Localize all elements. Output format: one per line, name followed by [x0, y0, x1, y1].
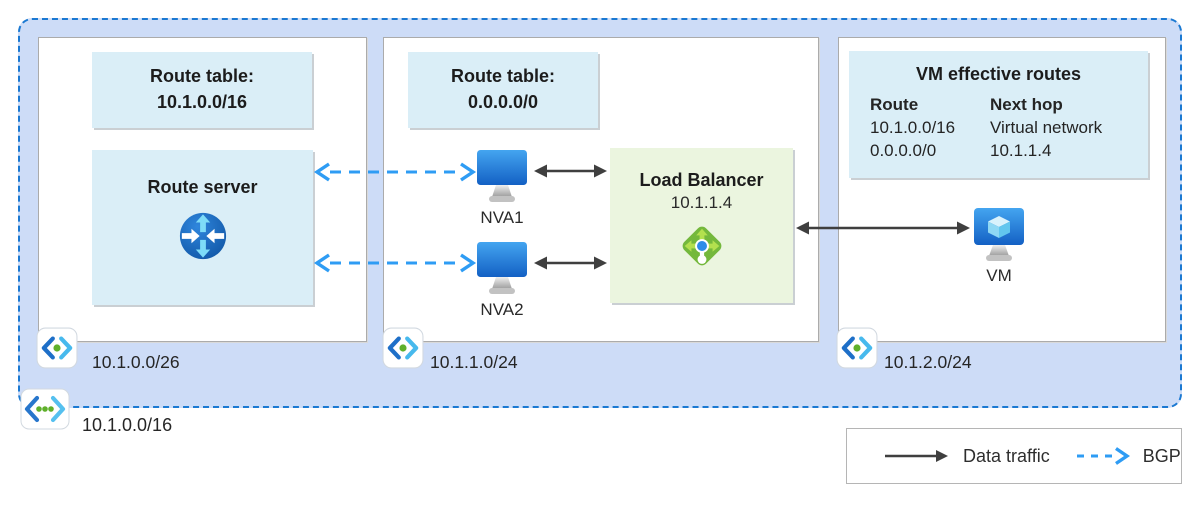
- vm-effective-routes-title: VM effective routes: [915, 64, 1082, 84]
- column-header-route: Route: [870, 95, 919, 114]
- nva2-label: NVA2: [480, 300, 524, 319]
- vm-node: VM: [968, 207, 1030, 286]
- route-server-box: Route server: [92, 150, 313, 305]
- load-balancer-ip: 10.1.1.4: [670, 193, 733, 212]
- route-table-1-value: 10.1.0.0/16: [156, 92, 248, 112]
- vm-icon: [974, 208, 1024, 261]
- virtual-network-icon: [20, 388, 70, 430]
- subnet3-cidr: 10.1.2.0/24: [884, 352, 972, 372]
- route-table-box-2: Route table: 0.0.0.0/0: [408, 52, 598, 128]
- nva2-node: NVA2: [472, 241, 532, 320]
- next-hop-cell: 10.1.1.4: [990, 141, 1052, 160]
- nva1-label: NVA1: [480, 208, 524, 227]
- legend-data-traffic-label: Data traffic: [963, 445, 1050, 466]
- route-cell: 0.0.0.0/0: [870, 141, 937, 160]
- subnet2-cidr: 10.1.1.0/24: [430, 352, 518, 372]
- subnet-icon: [836, 327, 878, 369]
- legend: Data traffic BGP: [846, 428, 1182, 484]
- route-cell: 10.1.0.0/16: [870, 118, 956, 137]
- bgp-arrow-icon: [1076, 447, 1130, 465]
- next-hop-cell: Virtual network: [990, 118, 1103, 137]
- route-server-label: Route server: [147, 177, 258, 197]
- vnet-cidr: 10.1.0.0/16: [82, 415, 173, 435]
- vm-effective-routes-table: Route Next hop 10.1.0.0/16 Virtual netwo…: [870, 93, 1148, 162]
- nva1-monitor-icon: [477, 150, 527, 202]
- route-table-1-title: Route table:: [149, 66, 254, 87]
- route-table-2-value: 0.0.0.0/0: [467, 92, 539, 112]
- route-server-icon: [179, 212, 226, 260]
- load-balancer-icon: [682, 226, 721, 266]
- vm-label: VM: [986, 266, 1012, 285]
- legend-bgp-label: BGP: [1142, 445, 1181, 466]
- subnet1-cidr: 10.1.0.0/26: [92, 352, 180, 372]
- route-table-box-1: Route table: 10.1.0.0/16: [92, 52, 312, 128]
- vm-effective-routes-box: VM effective routes Route Next hop 10.1.…: [849, 51, 1148, 178]
- subnet-icon: [382, 327, 424, 369]
- load-balancer-box: Load Balancer 10.1.1.4: [610, 148, 793, 303]
- load-balancer-title: Load Balancer: [639, 170, 764, 190]
- column-header-next-hop: Next hop: [990, 95, 1063, 114]
- nva1-node: NVA1: [472, 149, 532, 228]
- route-table-2-title: Route table:: [450, 66, 555, 87]
- nva2-monitor-icon: [477, 242, 527, 294]
- subnet-icon: [36, 327, 78, 369]
- data-traffic-arrow-icon: [885, 450, 948, 462]
